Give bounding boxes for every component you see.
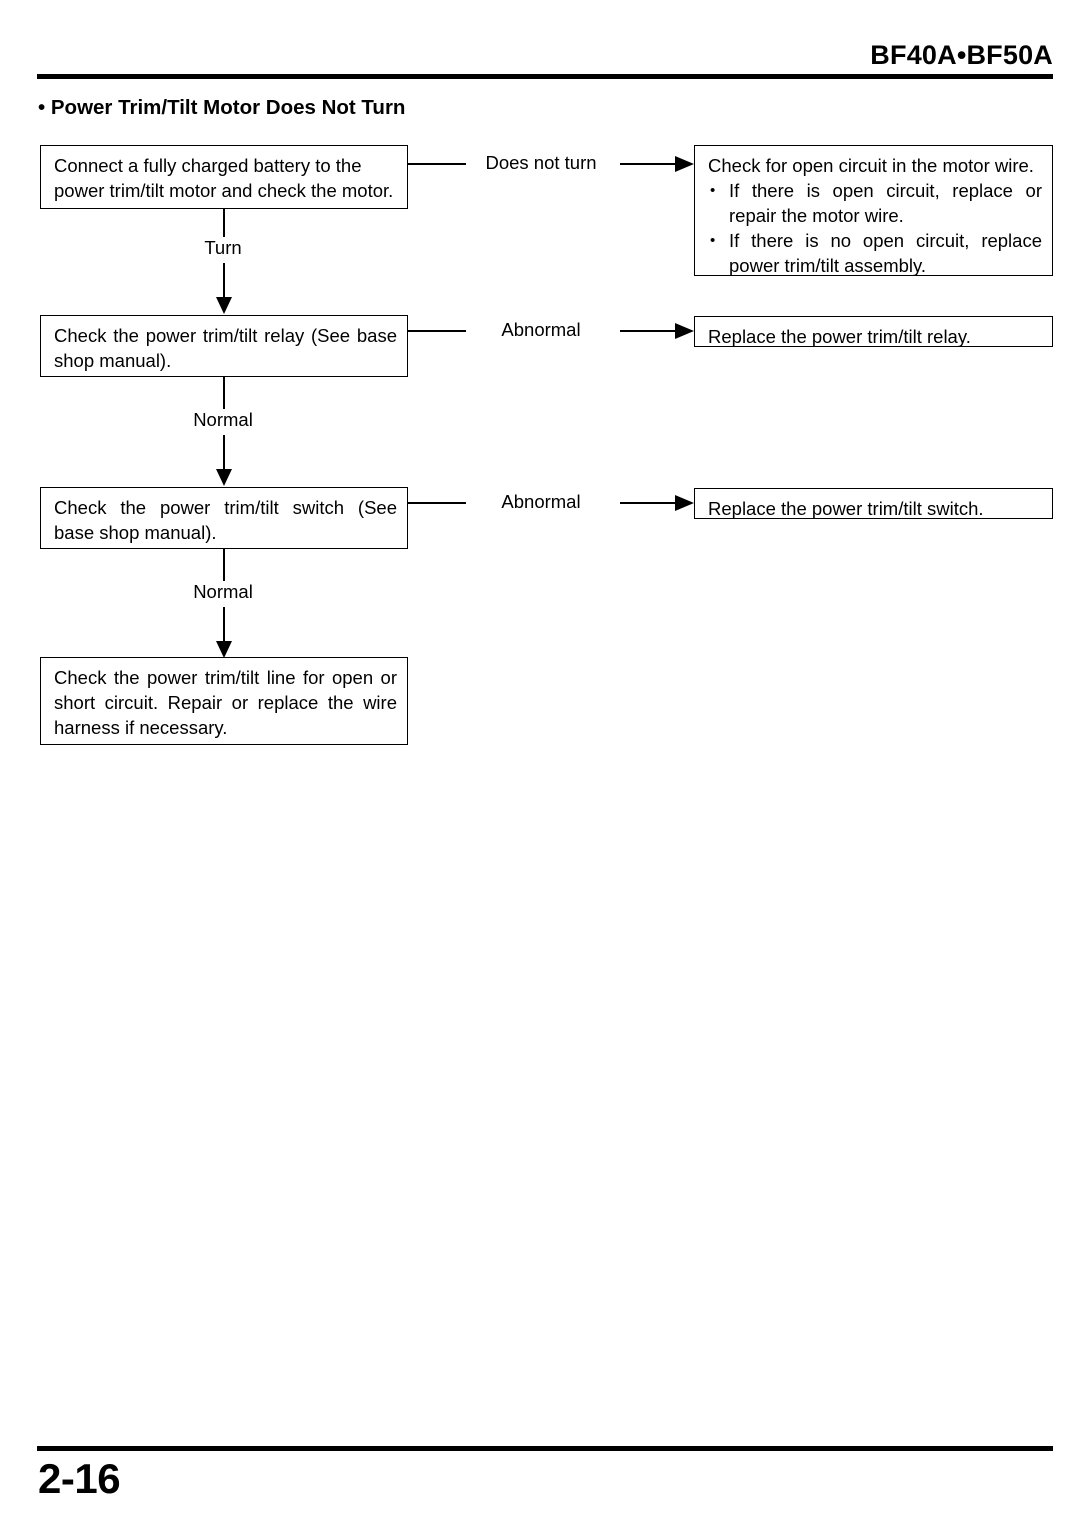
list-item: • If there is no open circuit, replace p…	[708, 228, 1042, 278]
open-circuit-bullet-2-text: If there is no open circuit, replace pow…	[729, 230, 1042, 276]
section-heading: • Power Trim/Tilt Motor Does Not Turn	[38, 96, 406, 119]
header-rule	[37, 74, 1053, 79]
open-circuit-title: Check for open circuit in the motor wire…	[708, 155, 1034, 176]
flow-box-check-motor: Connect a fully charged battery to the p…	[40, 145, 408, 209]
page-header-title: BF40A•BF50A	[870, 40, 1053, 70]
connector-line-to-replace-relay	[620, 330, 678, 332]
edge-label-normal-relay: Normal	[158, 409, 288, 431]
arrow-right-icon	[675, 156, 694, 172]
flow-box-replace-switch: Replace the power trim/tilt switch.	[694, 488, 1053, 519]
connector-line-to-open-circuit	[620, 163, 678, 165]
flow-box-check-line: Check the power trim/tilt line for open …	[40, 657, 408, 745]
flow-box-check-relay: Check the power trim/tilt relay (See bas…	[40, 315, 408, 377]
check-motor-line-2: power trim/tilt motor and check the moto…	[54, 180, 394, 201]
connector-line-turn-lower	[223, 263, 225, 298]
connector-line-check-relay-right	[408, 330, 466, 332]
connector-line-check-switch-right	[408, 502, 466, 504]
flow-box-check-switch: Check the power trim/tilt switch (See ba…	[40, 487, 408, 549]
connector-line-turn-upper	[223, 209, 225, 239]
bullet-icon: •	[710, 232, 716, 249]
connector-line-normal-relay-lower	[223, 435, 225, 470]
check-switch-text: Check the power trim/tilt switch (See ba…	[54, 497, 397, 543]
arrow-down-icon	[216, 469, 232, 486]
list-item: • If there is open circuit, replace or r…	[708, 178, 1042, 228]
connector-line-normal-switch-lower	[223, 607, 225, 642]
check-relay-text: Check the power trim/tilt relay (See bas…	[54, 325, 397, 371]
bullet-icon: •	[710, 182, 716, 199]
open-circuit-bullet-1-text: If there is open circuit, replace or rep…	[729, 180, 1042, 226]
check-motor-line-1: Connect a fully charged battery to the	[54, 155, 362, 176]
arrow-right-icon	[675, 495, 694, 511]
connector-line-to-replace-switch	[620, 502, 678, 504]
page-number: 2-16	[38, 1455, 121, 1502]
edge-label-abnormal-relay: Abnormal	[466, 319, 616, 341]
edge-label-does-not-turn: Does not turn	[466, 152, 616, 174]
arrow-down-icon	[216, 297, 232, 314]
edge-label-turn: Turn	[163, 237, 283, 259]
replace-relay-text: Replace the power trim/tilt relay.	[708, 326, 971, 347]
arrow-right-icon	[675, 323, 694, 339]
open-circuit-bullet-list: • If there is open circuit, replace or r…	[708, 178, 1042, 278]
flow-box-open-circuit: Check for open circuit in the motor wire…	[694, 145, 1053, 276]
check-line-text: Check the power trim/tilt line for open …	[54, 667, 397, 738]
edge-label-abnormal-switch: Abnormal	[466, 491, 616, 513]
flow-box-replace-relay: Replace the power trim/tilt relay.	[694, 316, 1053, 347]
connector-line-check-motor-right	[408, 163, 466, 165]
connector-line-normal-switch-upper	[223, 549, 225, 581]
replace-switch-text: Replace the power trim/tilt switch.	[708, 498, 984, 519]
connector-line-normal-relay-upper	[223, 377, 225, 409]
footer-rule	[37, 1446, 1053, 1451]
arrow-down-icon	[216, 641, 232, 658]
edge-label-normal-switch: Normal	[158, 581, 288, 603]
